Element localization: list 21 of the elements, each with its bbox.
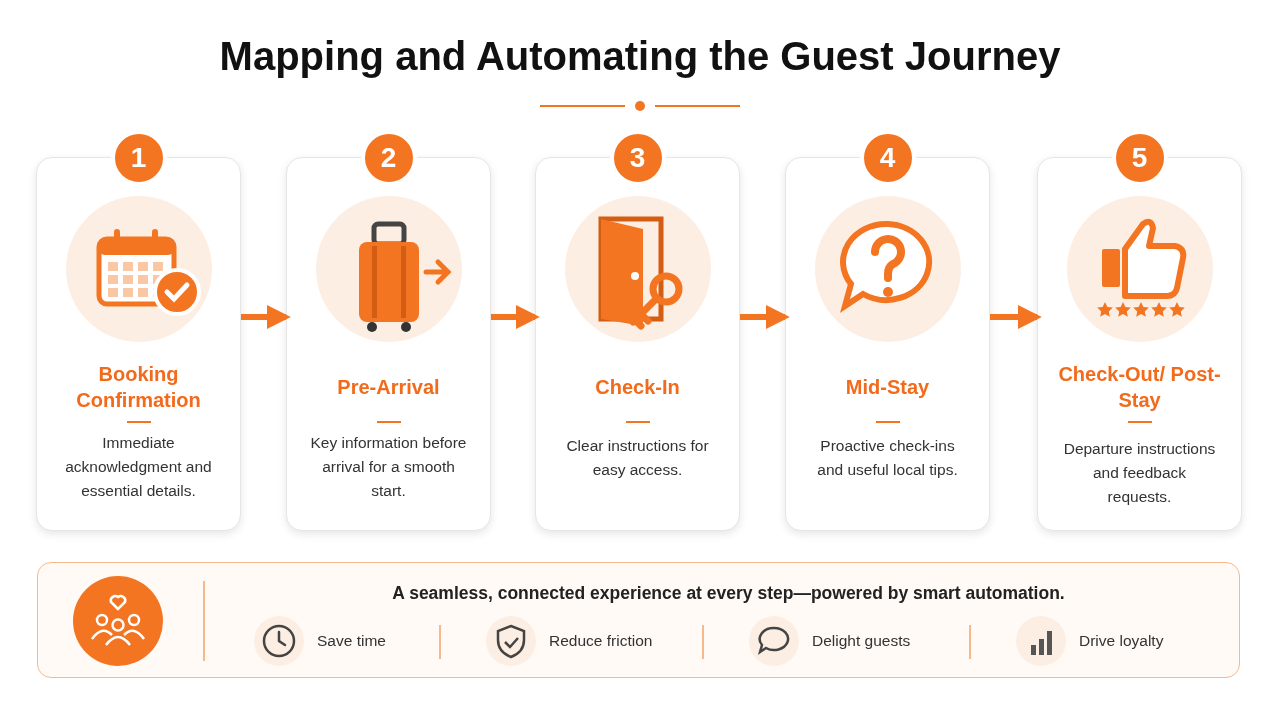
benefit-label: Drive loyalty [1079, 632, 1164, 650]
title: Mapping and Automating the Guest Journey [218, 34, 1062, 79]
step-description: Clear instructions for easy access. [565, 436, 710, 480]
step-heading: Check-In [594, 375, 681, 400]
benefit-label: Reduce friction [549, 632, 653, 650]
step-description: Departure instructions and feedback requests. [1062, 439, 1217, 507]
arrow [740, 305, 790, 329]
arrow [491, 305, 540, 329]
tagline: A seamless, connected experience at every step—powered by smart automation. [391, 583, 1066, 604]
step-description: Proactive check-ins and useful local tips. [816, 436, 959, 480]
benefit-label: Save time [317, 632, 386, 650]
arrow [990, 305, 1042, 329]
arrow [241, 305, 291, 329]
step-heading: Check-Out/ Post-Stay [1057, 362, 1222, 413]
benefit-label: Delight guests [812, 632, 911, 650]
step-heading: Pre-Arrival [336, 375, 441, 400]
summary-banner [37, 562, 1240, 678]
step-heading: Mid-Stay [844, 375, 931, 400]
step-description: Immediate acknowledgment and essential details. [64, 433, 213, 501]
step-description: Key information before arrival for a smooth start. [309, 433, 468, 501]
step-heading: Booking Confirmation [75, 362, 202, 413]
